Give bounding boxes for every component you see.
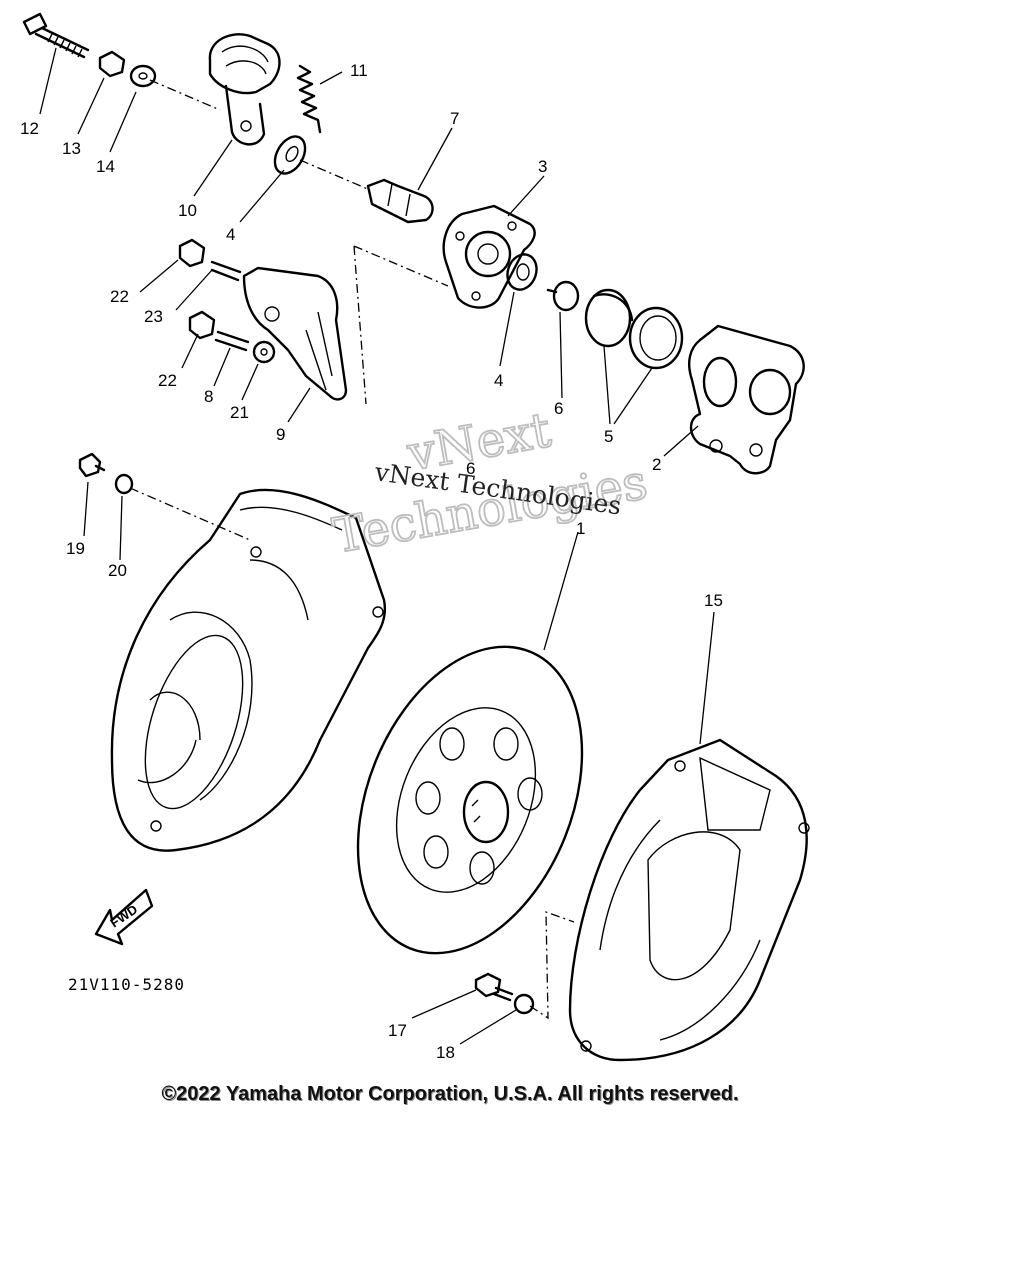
label-12: 12 <box>20 119 39 138</box>
label-22-lower: 22 <box>158 371 177 390</box>
part-15-dust-shield <box>568 738 810 1062</box>
label-1: 1 <box>576 519 585 538</box>
fwd-label: FWD <box>107 901 140 930</box>
part-9-bracket <box>242 266 348 401</box>
label-19: 19 <box>66 539 85 558</box>
part-22-nut-lower <box>188 310 216 340</box>
part-20-washer <box>114 473 134 495</box>
label-21: 21 <box>230 403 249 422</box>
axis-line-housing <box>129 487 251 541</box>
part-6-pin <box>546 280 580 312</box>
part-3-cover-plate <box>442 204 536 309</box>
leader-lines <box>39 47 715 1045</box>
part-1-brake-disc <box>356 645 584 955</box>
part-11-spring <box>296 64 322 134</box>
label-4-upper: 4 <box>226 225 235 244</box>
part-4-seal-lower <box>506 253 538 291</box>
axis-line-bracket <box>353 245 449 405</box>
axis-line-shield <box>529 911 575 1020</box>
label-4-lower: 4 <box>494 371 503 390</box>
label-7: 7 <box>450 109 459 128</box>
axis-line-seal <box>299 159 371 191</box>
label-23: 23 <box>144 307 163 326</box>
part-18-washer <box>513 993 535 1015</box>
part-housing-cover <box>110 488 387 852</box>
part-8-stud <box>214 330 250 352</box>
part-number-labels: 12 13 14 10 4 11 7 3 22 23 22 8 21 9 4 6… <box>20 61 723 1062</box>
label-15: 15 <box>704 591 723 610</box>
part-2-caliper-body <box>688 324 805 475</box>
label-6-pin: 6 <box>554 399 563 418</box>
label-22-upper: 22 <box>110 287 129 306</box>
label-3: 3 <box>538 157 547 176</box>
label-14: 14 <box>96 157 115 176</box>
part-4-seal-upper <box>273 135 307 175</box>
part-17-bolt <box>474 972 514 1002</box>
label-9: 9 <box>276 425 285 444</box>
copyright-notice: ©2022 Yamaha Motor Corporation, U.S.A. A… <box>161 1083 739 1105</box>
part-21-washer <box>252 340 276 364</box>
label-5: 5 <box>604 427 613 446</box>
axis-line-top <box>149 79 221 111</box>
part-10-lever <box>208 33 281 146</box>
label-10: 10 <box>178 201 197 220</box>
part-7-camshaft <box>366 178 434 224</box>
part-5-piston-pair <box>584 288 684 370</box>
diagram-code: 21V110-5280 <box>68 975 185 994</box>
label-2: 2 <box>652 455 661 474</box>
label-17: 17 <box>388 1021 407 1040</box>
label-13: 13 <box>62 139 81 158</box>
label-18: 18 <box>436 1043 455 1062</box>
part-23-stud <box>210 260 242 282</box>
fwd-arrow: FWD <box>94 888 154 946</box>
label-6-housing: 6 <box>466 459 475 478</box>
part-22-nut-upper <box>178 238 206 268</box>
label-11: 11 <box>350 61 368 80</box>
label-8: 8 <box>204 387 213 406</box>
part-19-bolt <box>78 452 106 478</box>
part-14-washer <box>129 64 157 88</box>
part-13-nut <box>98 50 126 78</box>
label-20: 20 <box>108 561 127 580</box>
part-12-bolt <box>22 12 90 59</box>
